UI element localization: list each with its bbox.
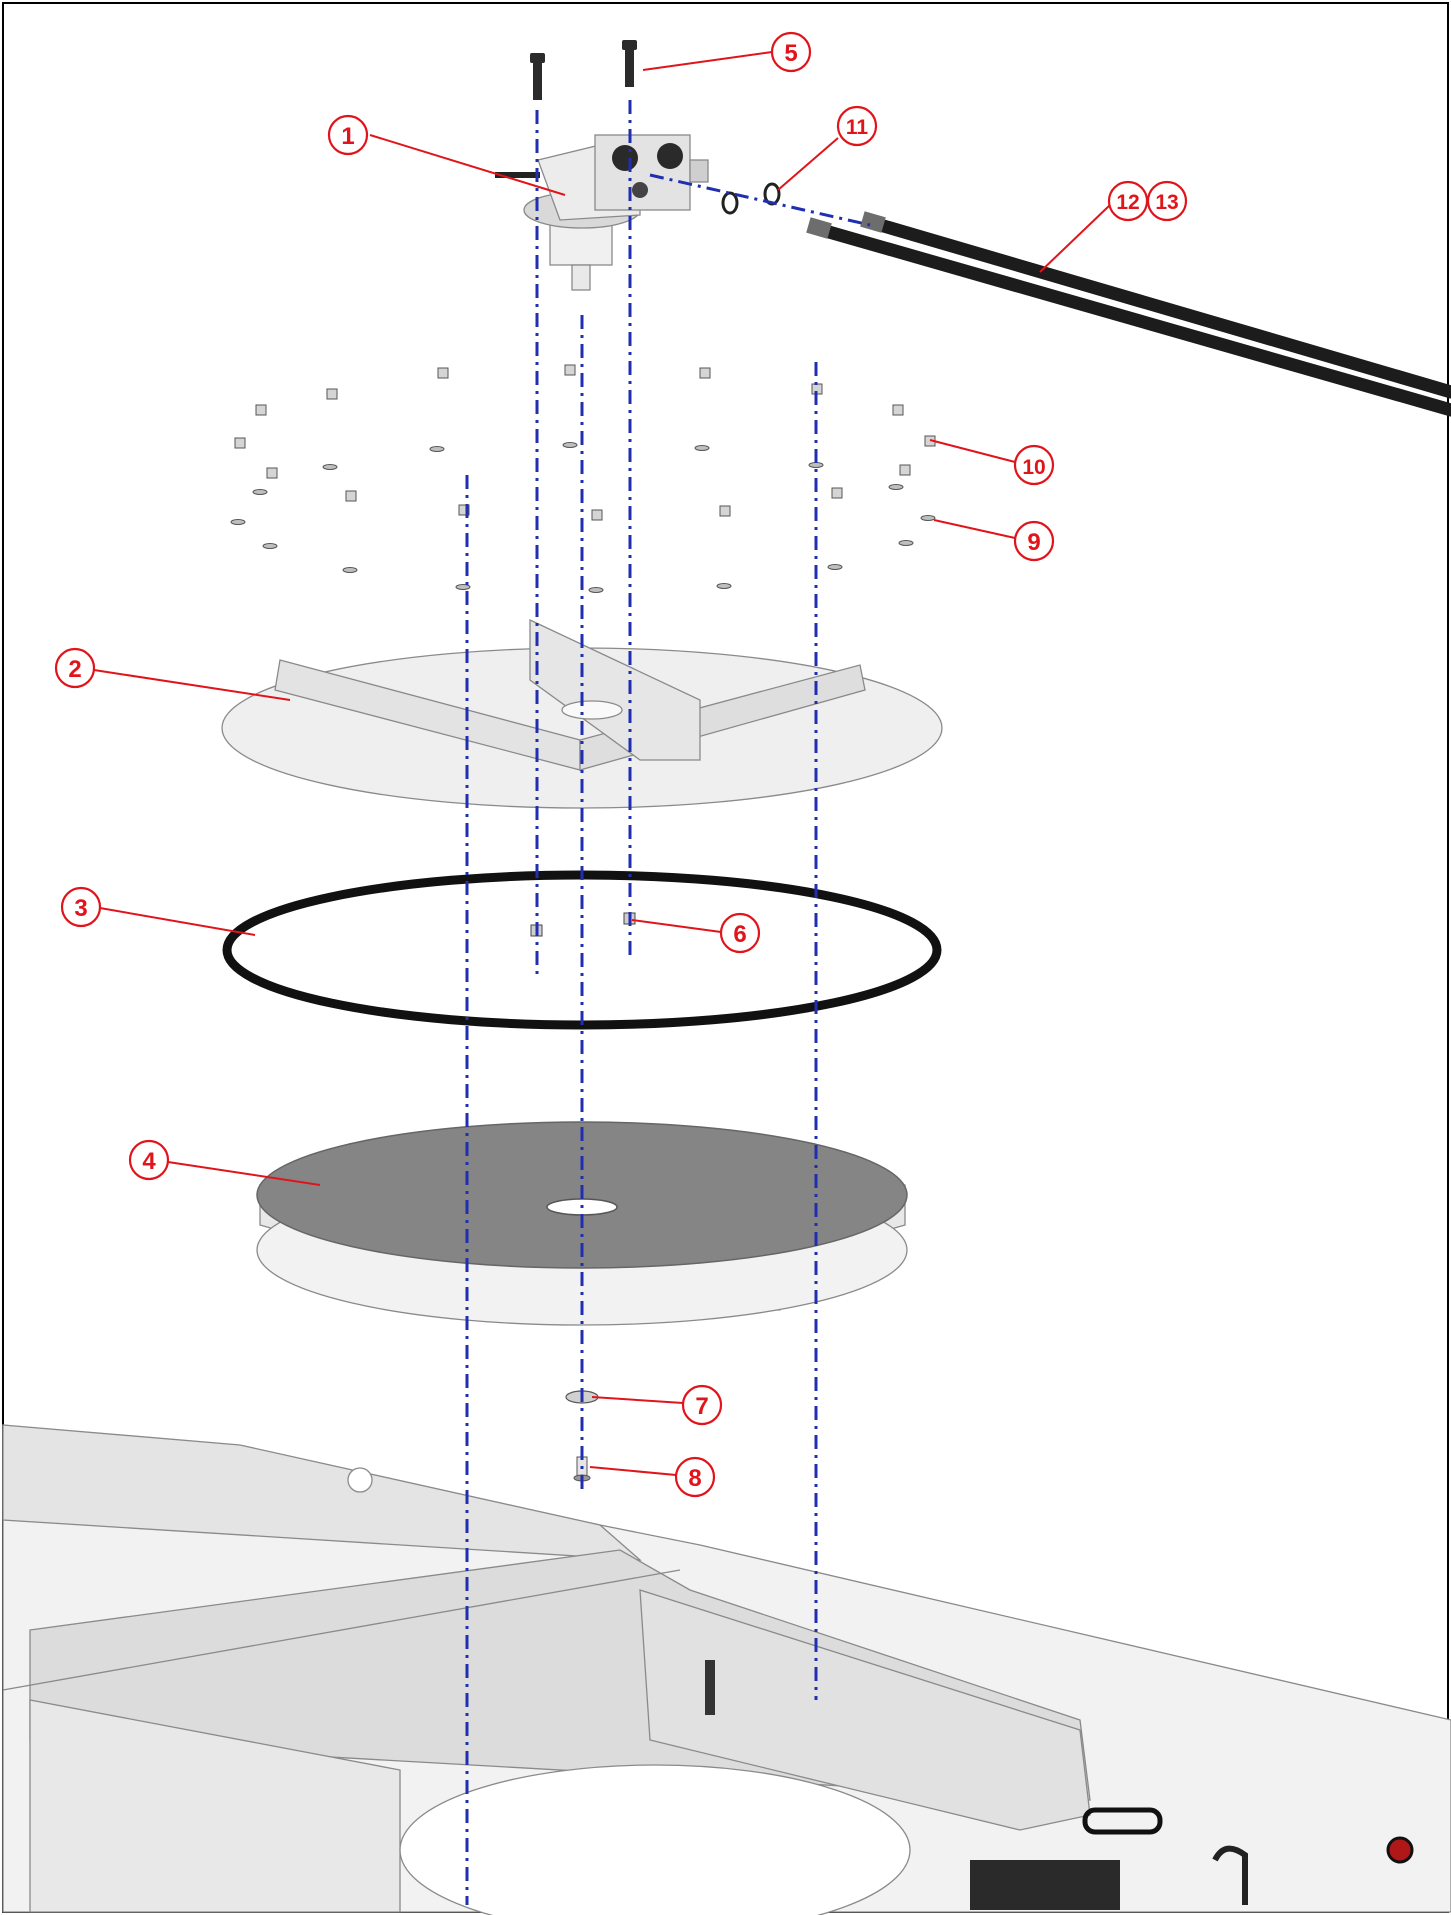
callout-7: 7 [681,1384,723,1426]
callout-12: 12 [1107,180,1149,222]
washer-field [230,442,936,593]
callout-10-label: 10 [1022,456,1045,479]
callout-9-label: 9 [1027,529,1040,556]
callout-11-label: 11 [846,116,869,139]
callout-7-label: 7 [695,1393,708,1420]
callout-4-label: 4 [142,1148,156,1175]
callout-2: 2 [54,647,96,689]
callout-13: 13 [1146,180,1188,222]
callout-4: 4 [128,1139,170,1181]
leader-lines [93,51,1111,1476]
callout-1: 1 [327,114,369,156]
callout-3-label: 3 [74,895,87,922]
callout-10: 10 [1013,444,1055,486]
callout-12-label: 12 [1116,191,1139,214]
o-rings [721,182,781,215]
callout-5: 5 [770,31,812,73]
callout-8: 8 [674,1456,716,1498]
callout-11: 11 [836,105,878,147]
callout-9: 9 [1013,520,1055,562]
assembly-axes [465,100,871,1905]
callout-1-label: 1 [341,123,354,150]
callout-5-label: 5 [784,40,797,67]
top-bolts [530,40,637,100]
callout-3: 3 [60,886,102,928]
callout-2-label: 2 [68,656,81,683]
callout-6: 6 [719,912,761,954]
callout-8-label: 8 [688,1465,701,1492]
nut-field [234,364,936,521]
base-housing [2,1424,1451,1915]
callout-6-label: 6 [733,921,746,948]
hydraulic-motor [495,134,709,291]
callout-13-label: 13 [1155,191,1178,214]
hoses [806,211,1451,417]
